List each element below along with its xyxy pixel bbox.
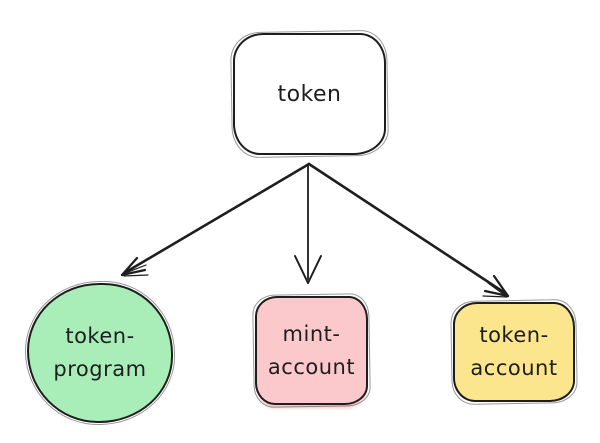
node-token-label: token: [277, 81, 342, 107]
edge-token-to-token-program: [120, 162, 311, 277]
edge-token-to-token-account: [307, 162, 510, 298]
node-mint-account: mint- account: [255, 296, 368, 405]
node-mint-account-label-line2: account: [267, 354, 356, 379]
edge-token-to-mint-account: [294, 165, 322, 284]
node-token-program: token- program: [27, 283, 173, 423]
node-token-account: token- account: [453, 302, 575, 402]
node-token-account-label-line2: account: [470, 356, 558, 380]
node-token-program-label-line1: token-: [65, 324, 135, 348]
node-token-program-label-line2: program: [53, 357, 147, 381]
node-mint-account-label-line1: mint-: [282, 321, 341, 346]
node-token-account-label-line1: token-: [479, 323, 549, 347]
node-token: token: [233, 33, 386, 155]
